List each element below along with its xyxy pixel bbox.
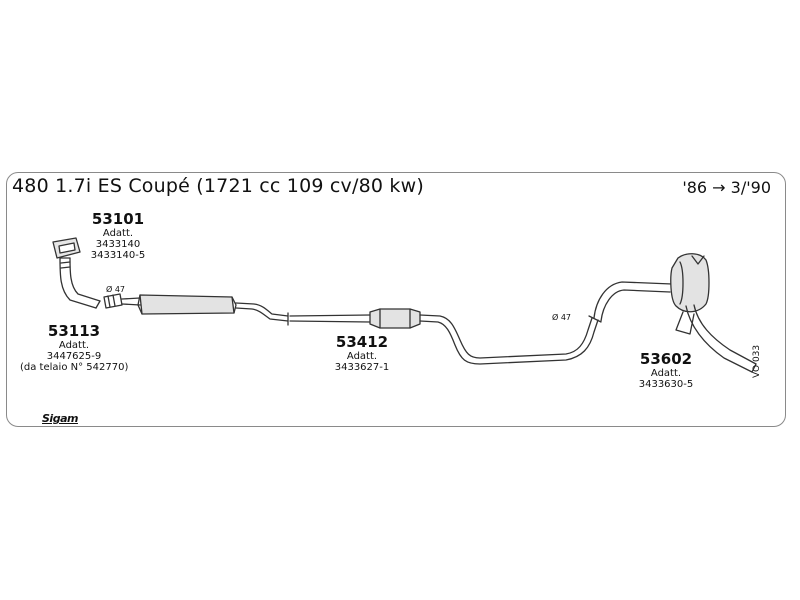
front-downpipe-part	[52, 237, 123, 309]
diagram-code: VO 033	[752, 344, 762, 378]
part-note: Adatt.	[650, 367, 682, 379]
brand-logo: Sigam	[42, 412, 78, 425]
part-note: Adatt.	[346, 350, 378, 362]
part-label-53602: 53602 Adatt. 3433630-5	[626, 351, 706, 390]
rear-silencer-part	[593, 253, 757, 373]
part-label-53101: 53101 Adatt. 3433140 3433140-5	[78, 211, 158, 261]
vehicle-title: 480 1.7i ES Coupé (1721 cc 109 cv/80 kw)	[12, 175, 424, 197]
diagram-panel	[6, 172, 786, 427]
part-code: 3433140	[95, 238, 141, 250]
part-number: 53101	[91, 210, 145, 228]
part-code: 3433630-5	[638, 378, 694, 390]
front-silencer-part	[121, 294, 289, 326]
part-note: (da telaio N° 542770)	[20, 362, 129, 374]
part-number: 53113	[47, 322, 101, 340]
model-years: '86 → 3/'90	[682, 178, 771, 197]
center-silencer-part	[289, 308, 602, 365]
part-code: 3433627-1	[334, 361, 390, 373]
part-number: 53412	[335, 333, 389, 351]
part-note: Adatt.	[102, 227, 134, 239]
part-number: 53602	[639, 350, 693, 368]
part-label-53412: 53412 Adatt. 3433627-1	[322, 334, 402, 373]
part-code: 3433140-5	[90, 250, 146, 262]
diameter-label: Ø 47	[552, 313, 572, 322]
part-code: 3447625-9	[46, 350, 102, 362]
part-label-53113: 53113 Adatt. 3447625-9 (da telaio N° 542…	[20, 323, 128, 373]
diameter-label: Ø 47	[106, 285, 126, 294]
part-note: Adatt.	[58, 339, 90, 351]
